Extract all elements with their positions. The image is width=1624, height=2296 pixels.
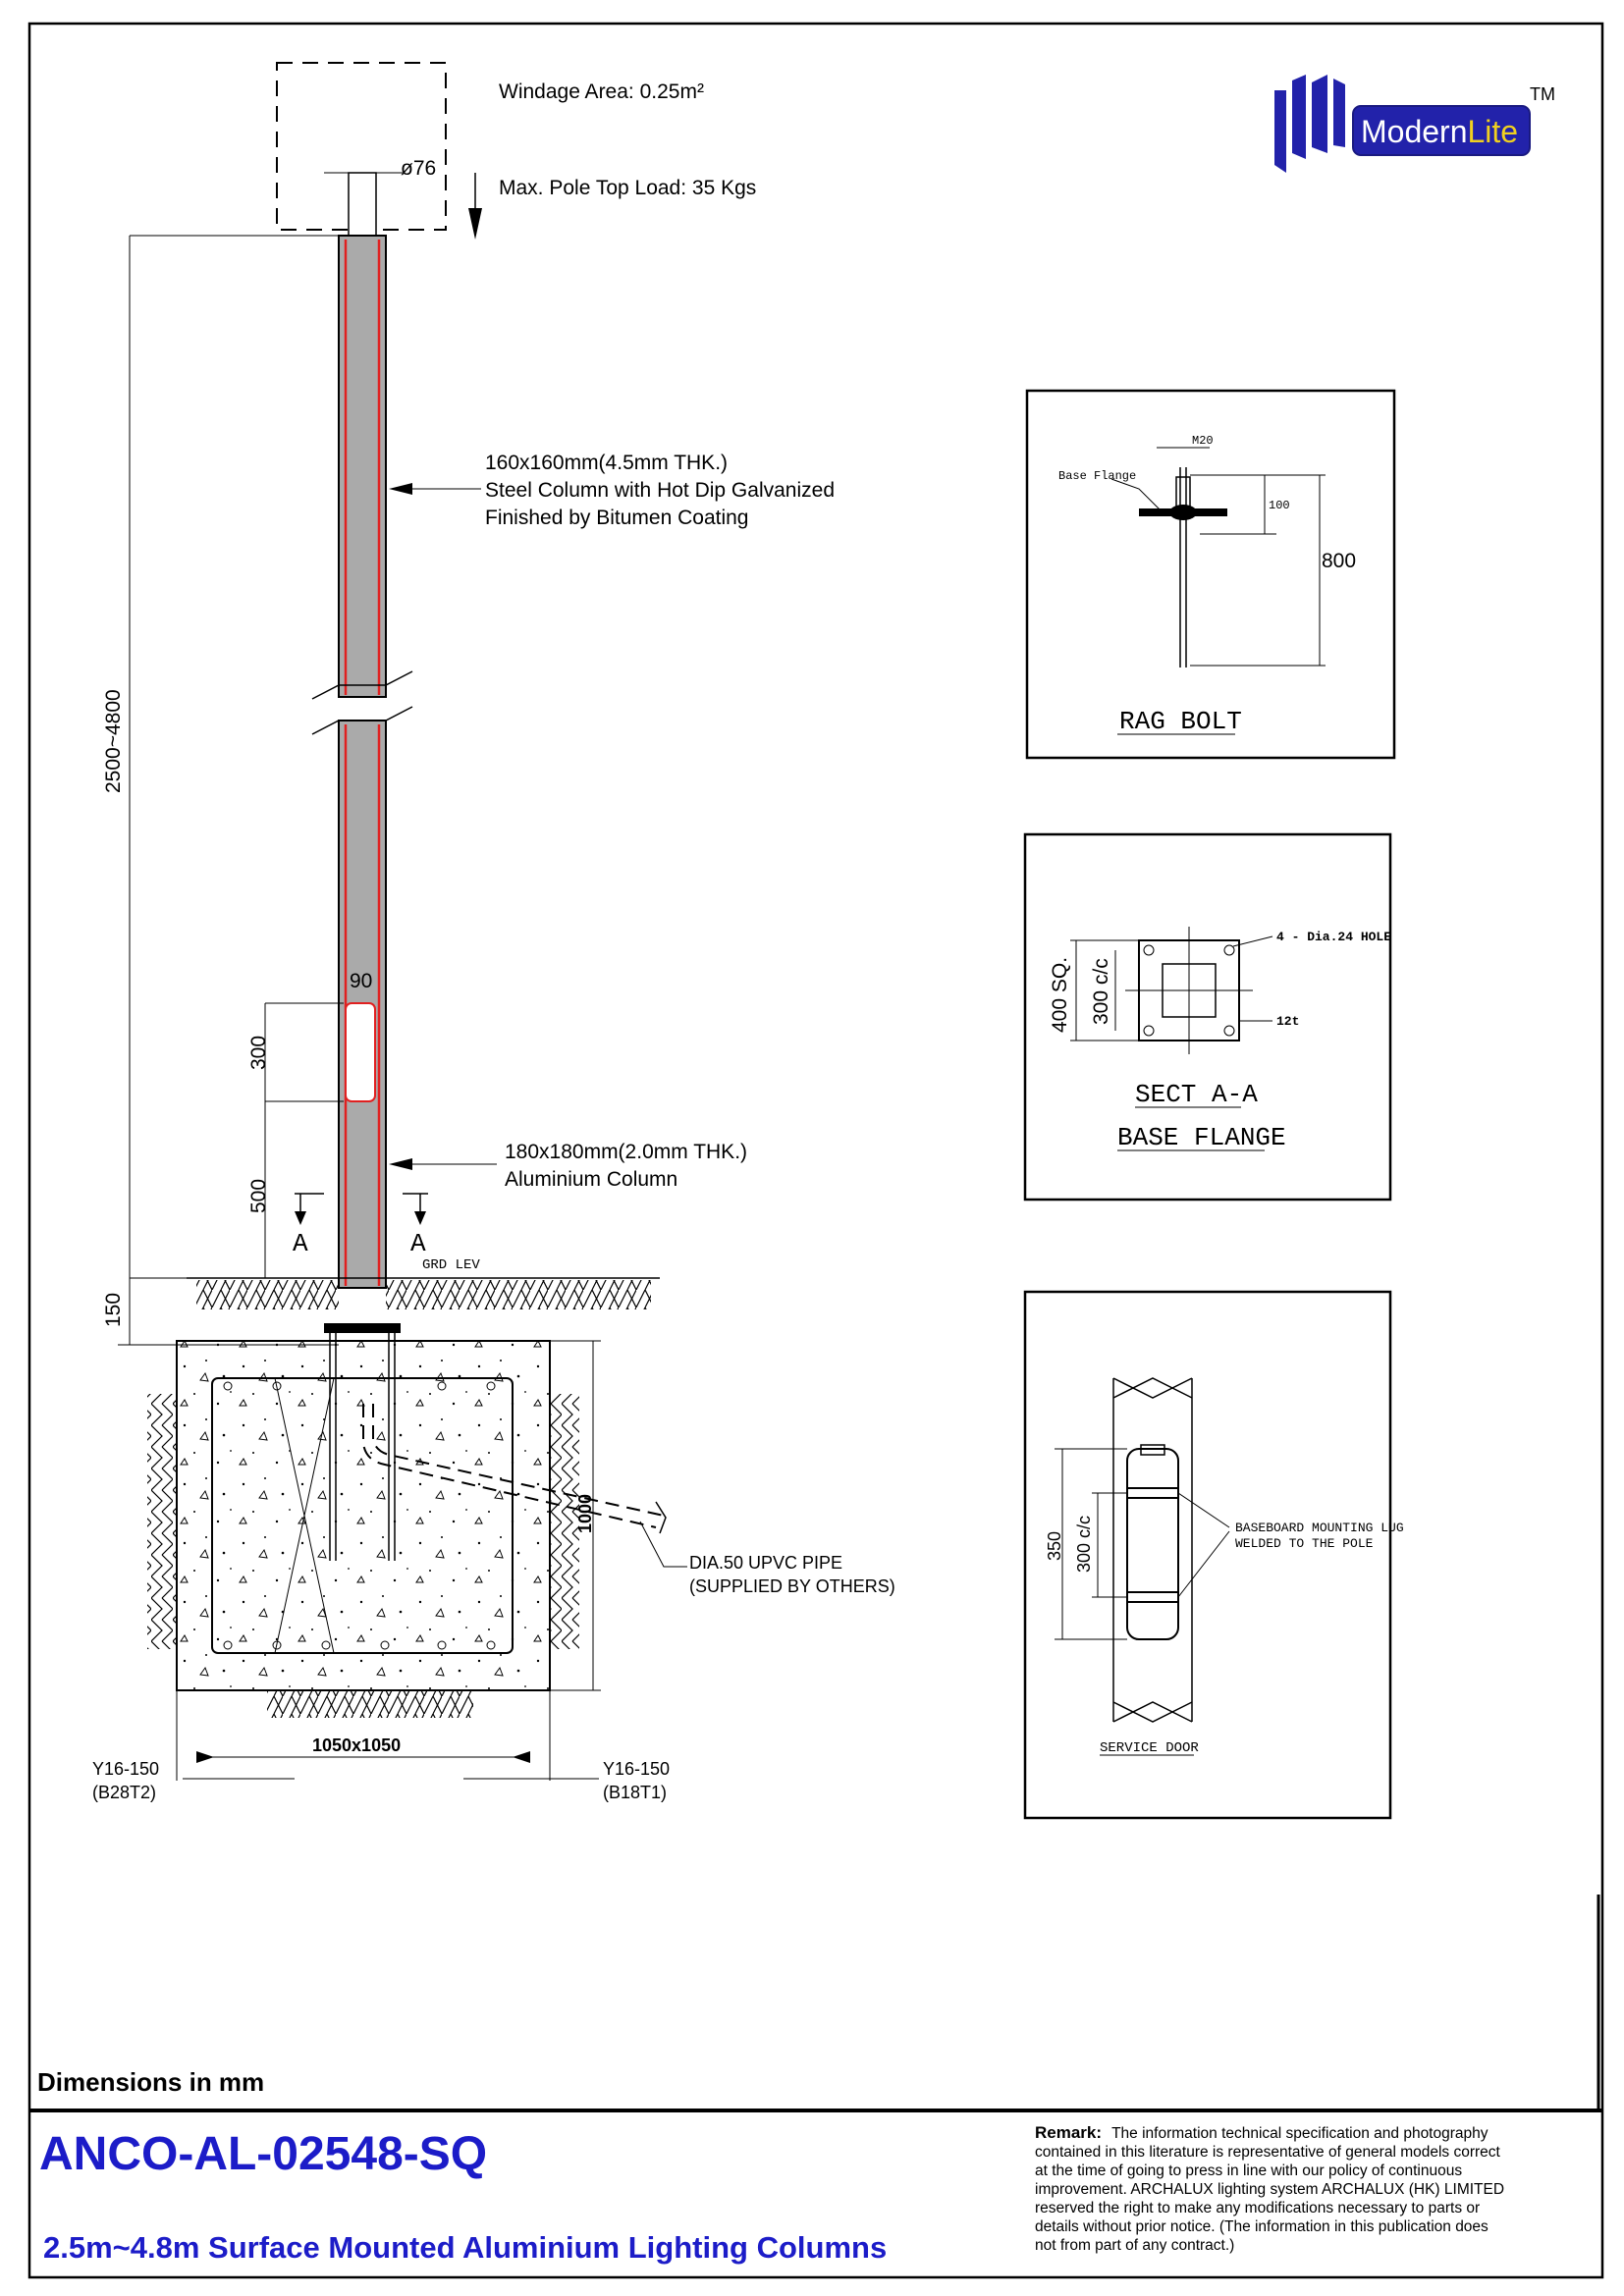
service-door-frame <box>1023 1290 1392 1820</box>
flange-hole-icon <box>1223 944 1235 956</box>
steel-column-size: 160x160mm(4.5mm THK.) <box>485 452 728 474</box>
door-height-label: 300 <box>247 1036 270 1070</box>
door-width-label: 90 <box>350 970 372 992</box>
service-door-detail: BASEBOARD MOUNTING LUG WELDED TO THE POL… <box>1023 1290 1404 1820</box>
rag-bolt-detail: Base Flange M20 100 800 RAG BOLT <box>1025 389 1396 760</box>
trademark: TM <box>1530 84 1555 104</box>
rag-bolt-size-label: M20 <box>1192 434 1214 448</box>
flange-hole-icon <box>1143 1025 1155 1037</box>
steel-column-desc: Steel Column with Hot Dip Galvanized <box>485 479 835 502</box>
base-flange-detail: 4 - Dia.24 HOLE 12t 400 SQ. 300 c/c SECT… <box>1023 832 1392 1201</box>
sheet-border <box>27 22 1604 2279</box>
title-block: Dimensions in mm ANCO-AL-02548-SQ 2.5m~4… <box>37 2067 1504 2265</box>
mounting-lug-bottom <box>1126 1591 1179 1603</box>
flange-holes-label: 4 - Dia.24 HOLE <box>1276 930 1391 944</box>
flange-thickness-label: 12t <box>1276 1014 1299 1029</box>
pipe-note: (SUPPLIED BY OTHERS) <box>689 1576 895 1596</box>
model-code: ANCO-AL-02548-SQ <box>39 2128 487 2180</box>
embed-depth-label: 150 <box>102 1293 125 1327</box>
base-plate <box>324 1323 401 1333</box>
ground-level-label: GRD LEV <box>422 1257 480 1273</box>
remark-line-4: reserved the right to make any modificat… <box>1035 2200 1480 2216</box>
upvc-pipe <box>362 1404 657 1528</box>
windage-area-label: Windage Area: 0.25m² <box>499 80 704 103</box>
top-load-label: Max. Pole Top Load: 35 Kgs <box>499 177 756 199</box>
section-arrow-left-icon <box>295 1211 306 1225</box>
remark-line-1: contained in this literature is represen… <box>1035 2144 1501 2161</box>
mounting-lug-top <box>1126 1487 1179 1499</box>
alu-column-desc: Aluminium Column <box>505 1168 677 1191</box>
main-elevation-view: Windage Area: 0.25m² Max. Pole Top Load:… <box>92 62 895 1802</box>
remark-text-0: The information technical specification … <box>1111 2125 1489 2142</box>
door-dim-350: 350 <box>1045 1531 1064 1561</box>
service-door-title: SERVICE DOOR <box>1100 1740 1199 1756</box>
logo-text: ModernLite <box>1361 114 1518 149</box>
flange-hole-icon <box>1143 944 1155 956</box>
remark-line-2: at the time of going to press in line wi… <box>1035 2163 1462 2179</box>
section-mark-right: A <box>410 1229 426 1258</box>
rebar-left-spec: Y16-150 <box>92 1759 159 1779</box>
section-mark-left: A <box>293 1229 308 1258</box>
pipe-label: DIA.50 UPVC PIPE <box>689 1553 842 1573</box>
service-door-opening <box>345 1002 376 1102</box>
remark-line-6: not from part of any contract.) <box>1035 2237 1234 2254</box>
flange-dim-sq: 400 SQ. <box>1049 957 1071 1033</box>
steel-column-finish: Finished by Bitumen Coating <box>485 507 748 529</box>
spigot-dia-label: ø76 <box>401 157 436 180</box>
remark-line-5: details without prior notice. (The infor… <box>1035 2218 1489 2235</box>
alu-callout-arrow-icon <box>389 1158 412 1170</box>
base-flange-frame <box>1023 832 1392 1201</box>
rebar-left-code: (B28T2) <box>92 1783 156 1802</box>
rebar-right-spec: Y16-150 <box>603 1759 670 1779</box>
section-arrow-right-icon <box>414 1211 426 1225</box>
modernlite-logo: ModernLite TM <box>1274 75 1555 173</box>
steel-callout-arrow-icon <box>389 483 412 495</box>
rag-bolt-frame <box>1025 389 1396 760</box>
rebar-cage <box>211 1377 514 1654</box>
rag-bolt-dim-100: 100 <box>1269 499 1290 512</box>
remark-line-0: Remark: The information technical specif… <box>1035 2123 1489 2142</box>
foundation-depth-label: 1000 <box>575 1494 595 1533</box>
model-description: 2.5m~4.8m Surface Mounted Aluminium Ligh… <box>43 2230 887 2265</box>
foundation-size-label: 1050x1050 <box>312 1735 401 1755</box>
concrete-foundation <box>176 1340 551 1691</box>
service-door-panel <box>1126 1448 1179 1640</box>
rebar-right-code: (B18T1) <box>603 1783 667 1802</box>
flange-dim-cc: 300 c/c <box>1090 958 1112 1025</box>
remark-line-3: improvement. ARCHALUX lighting system AR… <box>1035 2181 1504 2198</box>
flange-title-name: BASE FLANGE <box>1117 1123 1286 1152</box>
rebar-dots <box>223 1381 496 1650</box>
rag-bolt-dim-800: 800 <box>1322 550 1356 572</box>
lug-note-line2: WELDED TO THE POLE <box>1235 1536 1374 1551</box>
alu-column-size: 180x180mm(2.0mm THK.) <box>505 1141 747 1163</box>
door-offset-label: 500 <box>247 1179 270 1213</box>
dimensions-note: Dimensions in mm <box>37 2067 264 2097</box>
flange-hole-icon <box>1223 1025 1235 1037</box>
spigot <box>348 172 377 237</box>
rag-bolt-title: RAG BOLT <box>1119 707 1242 736</box>
lug-note-line1: BASEBOARD MOUNTING LUG <box>1235 1521 1404 1535</box>
door-dim-cc: 300 c/c <box>1074 1516 1094 1573</box>
flange-title-section: SECT A-A <box>1135 1080 1258 1109</box>
rag-bolt-flange-label: Base Flange <box>1058 469 1136 483</box>
load-arrow-icon <box>468 208 482 240</box>
remark-label: Remark: <box>1035 2123 1102 2142</box>
height-range-label: 2500~4800 <box>102 689 125 793</box>
